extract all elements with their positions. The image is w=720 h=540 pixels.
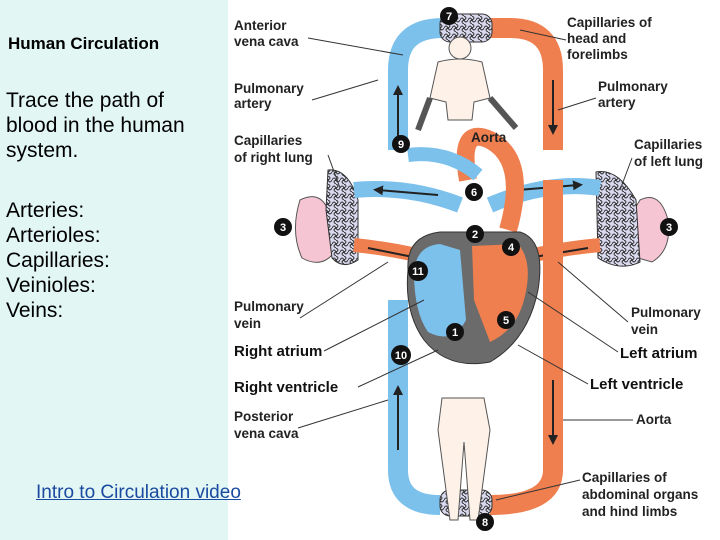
svg-text:3: 3 (280, 222, 286, 234)
svg-text:3: 3 (666, 222, 672, 234)
step-10: 10 (391, 345, 411, 365)
label-pulmonary-artery-left-2: artery (234, 96, 272, 111)
step-2: 2 (466, 225, 484, 243)
label-right-ventricle: Right ventricle (234, 379, 338, 396)
label-capillaries-abdominal-1: Capillaries of (582, 470, 667, 485)
step-3-left: 3 (660, 218, 678, 236)
label-anterior-vena-cava-2: vena cava (234, 34, 299, 49)
label-capillaries-left-lung-1: Capillaries (634, 137, 702, 152)
vessel-type-veinioles: Veinioles: (6, 274, 96, 297)
slide-title: Human Circulation (8, 34, 160, 53)
label-capillaries-left-lung-2: of left lung (634, 154, 703, 169)
vessel-type-arterioles: Arterioles: (6, 224, 101, 247)
upper-body-figure (415, 36, 519, 132)
step-7: 7 (440, 7, 458, 25)
step-11: 11 (408, 261, 428, 281)
step-9: 9 (392, 135, 410, 153)
label-pulmonary-artery-right-2: artery (598, 95, 636, 110)
diagram-labels: Anterior vena cava Capillaries of head a… (234, 15, 703, 519)
label-capillaries-head-1: Capillaries of (567, 15, 652, 30)
circulation-diagram: Anterior vena cava Capillaries of head a… (234, 7, 703, 531)
label-left-atrium: Left atrium (620, 345, 698, 362)
label-anterior-vena-cava-1: Anterior (234, 18, 287, 33)
label-pulmonary-vein-left-2: vein (234, 316, 261, 331)
label-aorta-bottom: Aorta (636, 412, 672, 427)
svg-text:2: 2 (472, 229, 478, 241)
step-5: 5 (497, 311, 515, 329)
circulation-video-link[interactable]: Intro to Circulation video (36, 482, 241, 503)
step-6: 6 (465, 183, 483, 201)
svg-text:8: 8 (482, 517, 488, 529)
vessel-type-capillaries: Capillaries: (6, 249, 110, 272)
svg-text:5: 5 (503, 315, 509, 327)
label-capillaries-abdominal-3: and hind limbs (582, 504, 677, 519)
svg-text:4: 4 (508, 242, 515, 254)
step-numbers: 7 9 6 3 2 4 3 11 5 1 10 8 (274, 7, 678, 531)
label-posterior-vena-cava-2: vena cava (234, 426, 299, 441)
label-capillaries-right-lung-2: of right lung (234, 150, 313, 165)
step-1: 1 (446, 323, 464, 341)
label-right-atrium: Right atrium (234, 343, 322, 360)
label-capillaries-right-lung-1: Capillaries (234, 133, 302, 148)
svg-text:10: 10 (395, 350, 407, 362)
svg-text:6: 6 (471, 187, 477, 199)
label-pulmonary-artery-left-1: Pulmonary (234, 81, 304, 96)
heart (406, 231, 541, 365)
step-4: 4 (502, 238, 520, 256)
label-pulmonary-vein-left-1: Pulmonary (234, 299, 304, 314)
right-lung (295, 169, 359, 265)
label-pulmonary-artery-right-1: Pulmonary (598, 79, 668, 94)
vessel-type-arteries: Arteries: (6, 199, 85, 222)
label-capillaries-head-2: head and (567, 31, 626, 46)
svg-text:11: 11 (412, 266, 424, 278)
label-pulmonary-vein-right-2: vein (631, 322, 658, 337)
left-panel: Human Circulation Trace the path of bloo… (0, 0, 241, 540)
label-left-ventricle: Left ventricle (590, 376, 683, 393)
instructions-text: Trace the path of blood in the human sys… (6, 89, 185, 162)
label-capillaries-head-3: forelimbs (567, 47, 628, 62)
svg-text:7: 7 (446, 11, 452, 23)
label-posterior-vena-cava-1: Posterior (234, 409, 294, 424)
svg-text:1: 1 (452, 327, 458, 339)
svg-text:9: 9 (398, 139, 404, 151)
vessel-type-list: Arteries: Arterioles: Capillaries: Veini… (6, 198, 110, 323)
label-capillaries-abdominal-2: abdominal organs (582, 487, 698, 502)
label-pulmonary-vein-right-1: Pulmonary (631, 305, 701, 320)
step-8: 8 (476, 513, 494, 531)
lower-body-figure (437, 397, 491, 521)
left-lung (595, 171, 670, 267)
leader-lines (297, 29, 633, 501)
aorta-arch (407, 127, 524, 233)
step-3-right: 3 (274, 218, 292, 236)
vessel-type-veins: Veins: (6, 299, 64, 322)
label-aorta-top: Aorta (471, 130, 507, 145)
